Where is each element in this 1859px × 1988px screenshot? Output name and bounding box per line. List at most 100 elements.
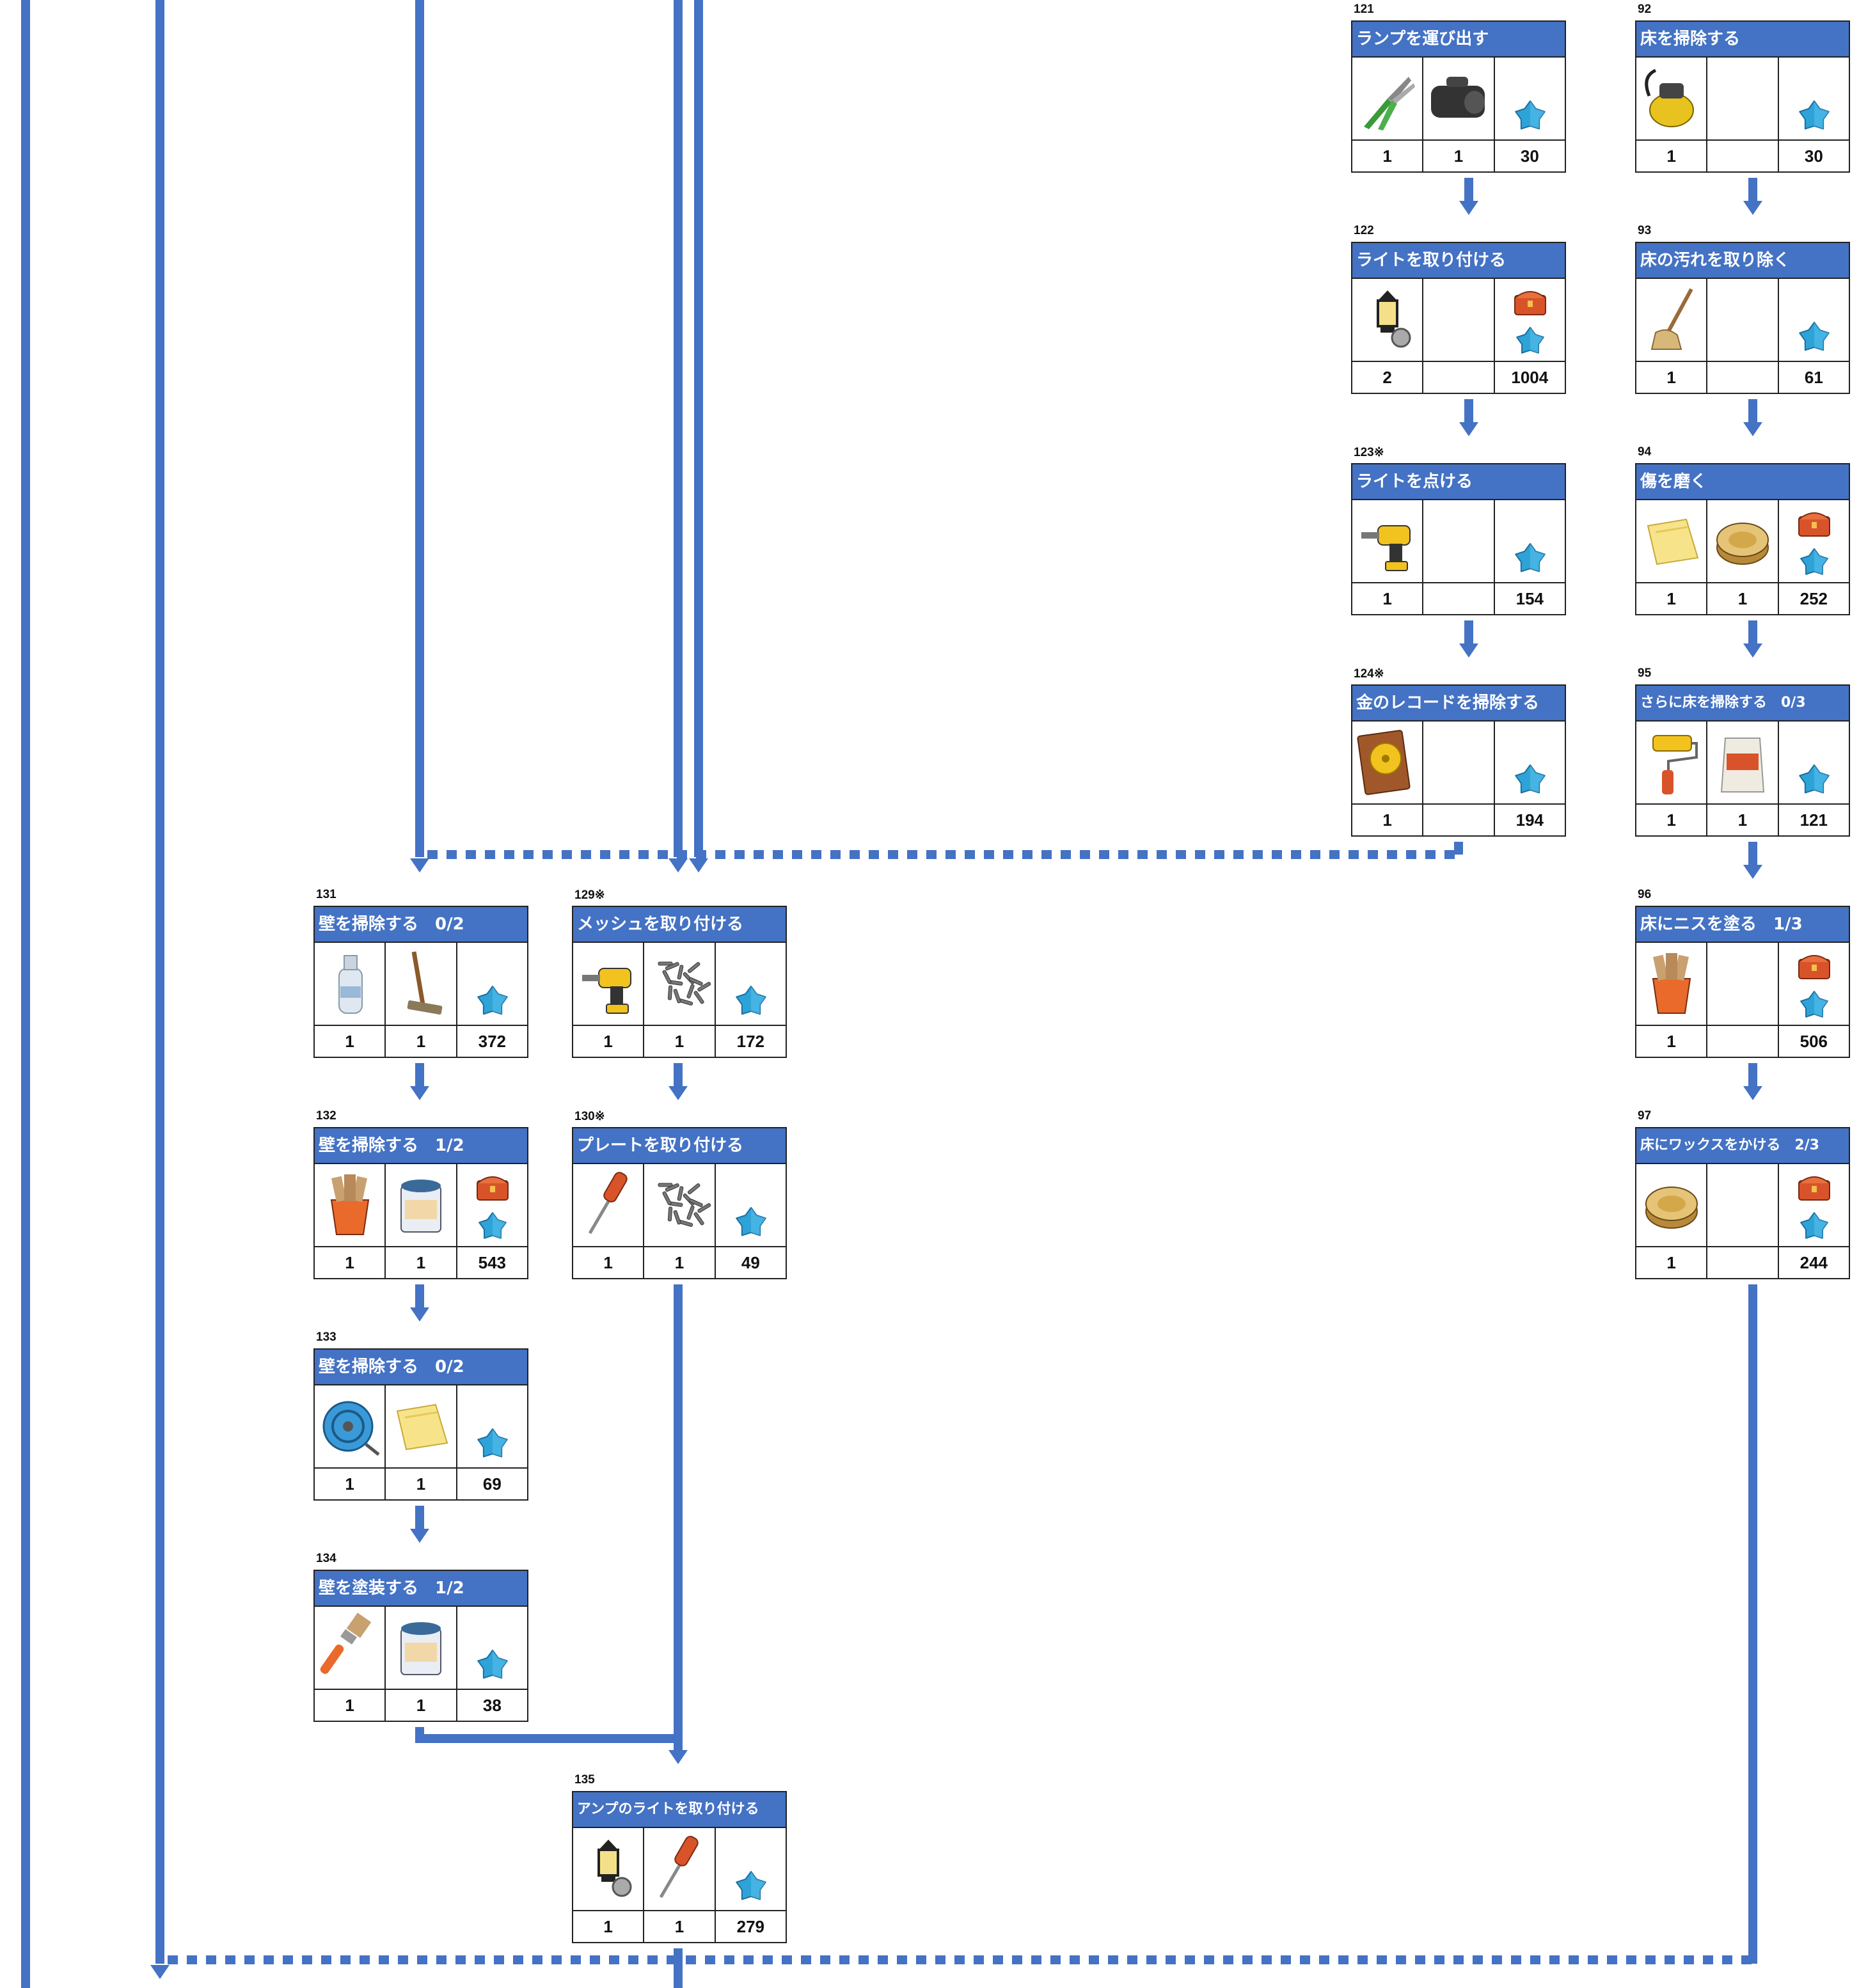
item-cell: [386, 1385, 457, 1467]
reward-count: 61: [1804, 368, 1823, 387]
arrow-head: [1459, 422, 1478, 436]
task-title: 床にニスを塗る 1/3: [1636, 907, 1849, 943]
item-count: 1: [1636, 1026, 1708, 1057]
powder-bag-icon: [1721, 738, 1765, 793]
reward-count: 506: [1800, 1032, 1828, 1051]
task-title: 金のレコードを掃除する: [1352, 686, 1565, 722]
arrow-head: [410, 1529, 429, 1543]
item-cell: [386, 1164, 457, 1246]
task-number: 135: [574, 1773, 595, 1787]
item-cell: [1352, 58, 1424, 139]
item-cell: [457, 1164, 527, 1246]
screwdriver-icon: [588, 1172, 628, 1235]
reward-count: 543: [478, 1253, 507, 1272]
reward-count: 279: [736, 1917, 765, 1936]
task-title: 壁を掃除する 0/2: [315, 1350, 527, 1385]
gem-icon: [1514, 764, 1546, 794]
item-count: 1: [315, 1026, 386, 1057]
task-title: 床にワックスをかける 2/3: [1636, 1128, 1849, 1164]
arrow-head: [668, 858, 688, 872]
reward-count: 244: [1800, 1253, 1828, 1272]
empty-item-cell: [1707, 1164, 1779, 1246]
item-cell: [315, 943, 386, 1025]
task-title: ライトを点ける: [1352, 464, 1565, 500]
arrow-head: [1743, 201, 1762, 215]
gem-icon: [735, 1871, 766, 1900]
item-count: 1: [644, 1026, 716, 1057]
empty-item-cell: [1707, 943, 1779, 1025]
task-number: 97: [1638, 1109, 1652, 1123]
item-count: 1: [315, 1247, 386, 1278]
task-title: ライトを取り付ける: [1352, 243, 1565, 279]
task-number: 134: [316, 1552, 336, 1565]
cloth-icon: [397, 1403, 448, 1451]
item-row: [1636, 58, 1849, 141]
gem-icon: [1514, 100, 1546, 130]
arrow-head: [668, 1086, 688, 1100]
chest-gem-icon: [1514, 291, 1546, 354]
arrow-head: [1459, 201, 1478, 215]
gem-icon: [1798, 764, 1830, 794]
wax-tin-icon: [1716, 523, 1769, 565]
task-number: 133: [316, 1330, 336, 1344]
item-count: [1707, 1247, 1779, 1278]
item-row: [573, 943, 786, 1026]
paint-can-icon: [400, 1622, 442, 1675]
gem-icon: [477, 1428, 508, 1458]
hose-reel-icon: [322, 1401, 380, 1456]
drill-icon: [582, 968, 631, 1014]
brush-bucket-icon: [330, 1174, 370, 1235]
task-number: 124※: [1354, 667, 1384, 681]
item-cell: [457, 943, 527, 1025]
task-number: 129※: [574, 888, 605, 902]
task-title: 傷を磨く: [1636, 464, 1849, 500]
empty-item-cell: [1423, 279, 1495, 361]
item-cell: [1779, 279, 1849, 361]
item-row: [573, 1164, 786, 1247]
gem-icon: [477, 986, 508, 1015]
chest-gem-icon: [1798, 955, 1830, 1018]
item-cell: [644, 1164, 716, 1246]
item-count: 1: [644, 1247, 716, 1278]
item-cell: [1636, 500, 1708, 582]
scraper-icon: [407, 951, 443, 1015]
item-cell: [1779, 500, 1849, 582]
item-count: 1: [1636, 141, 1708, 171]
reward-count: 172: [736, 1032, 765, 1051]
item-cell: [1352, 500, 1424, 582]
pliers-icon: [1364, 77, 1415, 130]
item-cell: [716, 1828, 786, 1910]
item-count: 1: [386, 1469, 457, 1499]
task-title: さらに床を掃除する 0/3: [1636, 686, 1849, 722]
screws-icon: [658, 1183, 711, 1227]
item-count: 1: [573, 1911, 645, 1942]
task-number: 92: [1638, 3, 1652, 16]
item-cell: [386, 943, 457, 1025]
task-number: 123※: [1354, 446, 1384, 459]
item-cell: [573, 1828, 645, 1910]
item-cell: [315, 1385, 386, 1467]
item-count: 1: [1636, 583, 1708, 614]
gem-icon: [735, 1207, 766, 1236]
item-count: 1: [644, 1911, 716, 1942]
